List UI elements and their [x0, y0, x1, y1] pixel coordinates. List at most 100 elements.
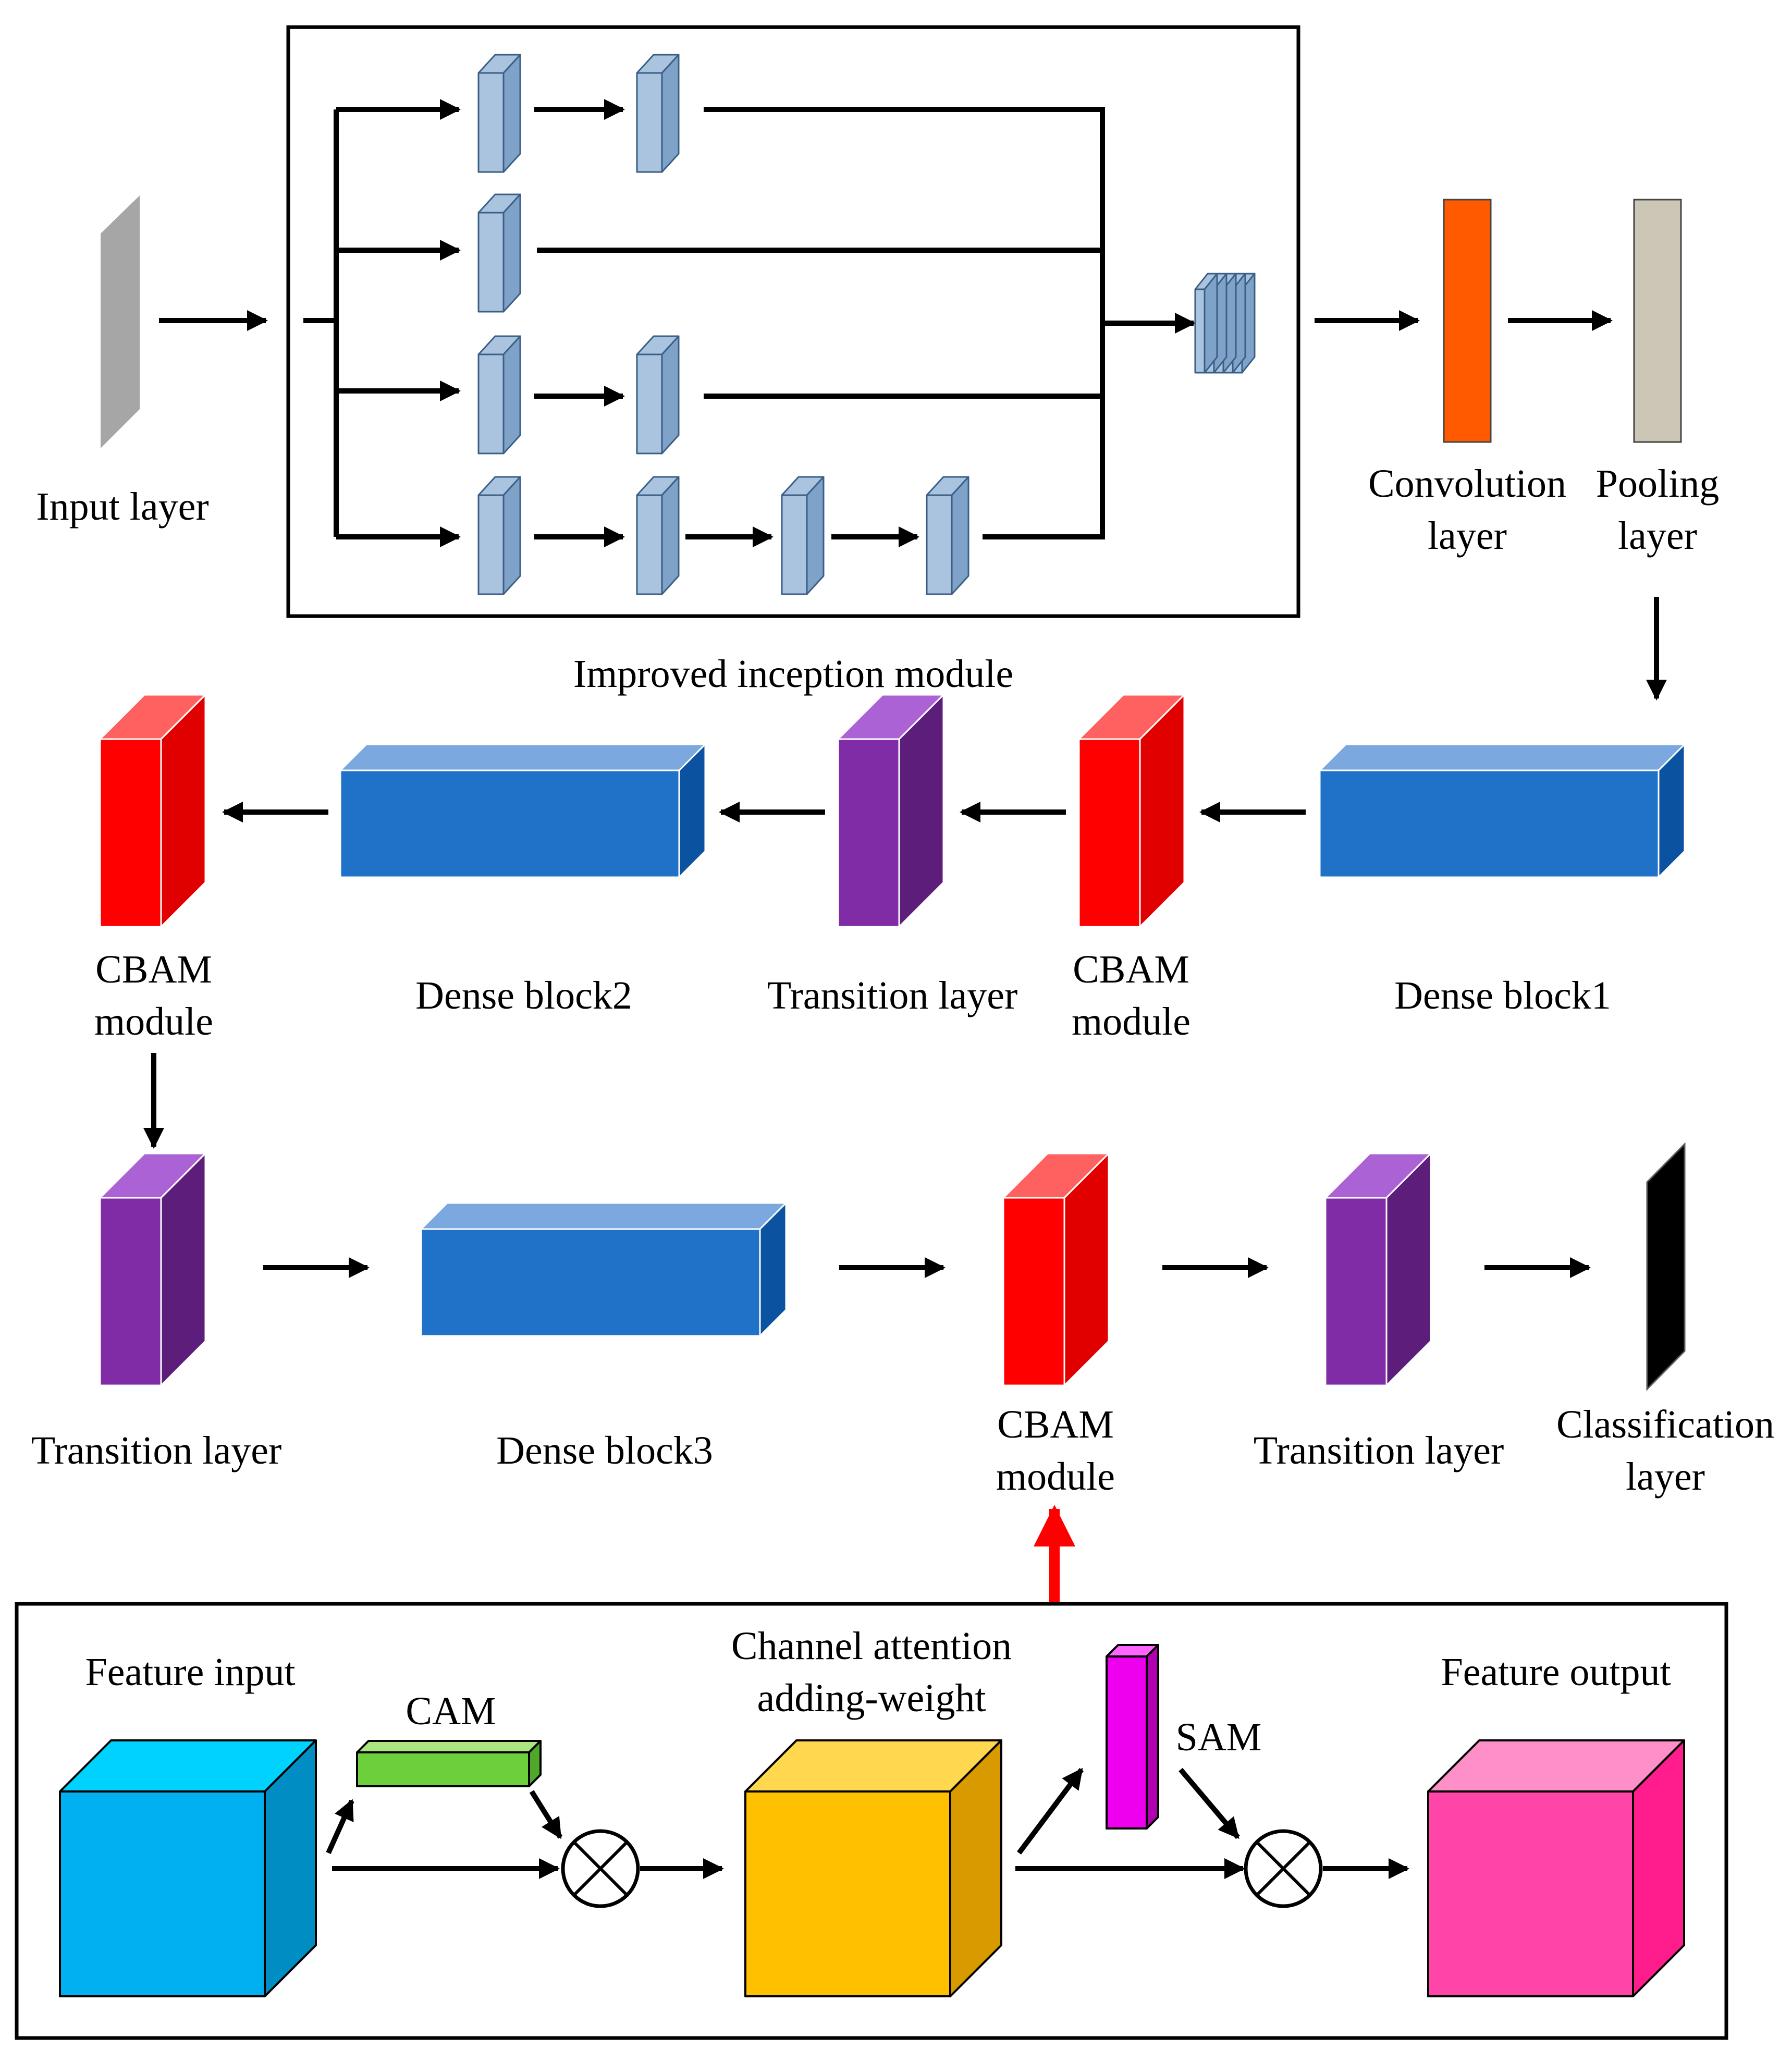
arrow-input-to-cam [326, 1799, 354, 1855]
transition-layer-label: Transition layer [1254, 1429, 1504, 1472]
dense-block2-front [339, 769, 680, 878]
inception-conv-block-side [806, 476, 825, 595]
channel-attention-cube-front [744, 1790, 951, 1997]
channel-attention-cube [744, 1739, 1002, 1997]
inception-module-frame [286, 25, 1300, 618]
dense-block2-label: Dense block2 [415, 974, 632, 1017]
cam-bar [356, 1740, 542, 1787]
feature-input-cube-front [59, 1790, 266, 1997]
sam-label: SAM [1176, 1715, 1262, 1759]
cbam-module-block [1078, 694, 1185, 928]
feature-output-label: Feature output [1441, 1650, 1671, 1694]
transition-layer-label: Transition layer [767, 974, 1018, 1017]
inception-conv-block-front [636, 72, 663, 173]
dense-block1-label: Dense block1 [1394, 974, 1611, 1017]
inception-conv-block [477, 193, 521, 313]
dense-block3-top [420, 1202, 787, 1230]
cbam-module-label-1: CBAM [95, 948, 212, 991]
concat-slice [1194, 273, 1218, 374]
convolution-layer-label-2: layer [1428, 514, 1507, 558]
classification-layer-label-1: Classification [1556, 1403, 1774, 1446]
cbam-module-label-2: module [996, 1455, 1115, 1499]
cam-bar-front [356, 1751, 530, 1787]
inception-conv-block-front [636, 353, 663, 455]
dense-block3 [420, 1202, 787, 1337]
cbam-detail-frame [15, 1602, 1728, 2040]
row3-blocks [99, 1152, 1432, 1386]
cbam-module-block-front [99, 738, 162, 928]
inception-conv-block-side [502, 54, 521, 173]
inception-conv-block [781, 476, 825, 595]
dense-block1-top [1319, 743, 1686, 771]
dense-block2 [339, 743, 706, 878]
input-layer-label: Input layer [36, 485, 208, 529]
inception-conv-block [477, 335, 521, 455]
feature-input-label: Feature input [85, 1650, 295, 1694]
feature-output-cube-front [1427, 1790, 1634, 1997]
arrow-sam-to-multiply [1179, 1767, 1240, 1839]
sam-bar-front [1106, 1655, 1148, 1830]
pooling-layer-bar [1633, 199, 1682, 443]
feature-input-cube [59, 1739, 317, 1997]
inception-conv-block-side [951, 476, 969, 595]
cbam-module-block [99, 694, 206, 928]
inception-conv-block-front [926, 494, 953, 595]
cbam-module-block-front [1078, 738, 1141, 928]
inception-conv-block [477, 54, 521, 173]
cbam-module-label-2: module [94, 1000, 213, 1044]
inception-conv-blocks [477, 54, 969, 595]
sam-bar-side [1146, 1644, 1159, 1830]
cbam-module-label-1: CBAM [1073, 948, 1189, 991]
multiply-icon [561, 1829, 640, 1908]
cam-label: CAM [406, 1689, 496, 1733]
transition-layer-block [837, 694, 944, 928]
channel-attention-label-2: adding-weight [757, 1676, 986, 1720]
inception-conv-block-side [661, 476, 680, 595]
inception-conv-block-side [661, 335, 680, 455]
pooling-layer-label-2: layer [1618, 514, 1697, 558]
row2-blocks [99, 694, 1686, 928]
transition-layer-label: Transition layer [31, 1429, 282, 1472]
inception-conv-block-side [661, 54, 680, 173]
inception-conv-block [636, 476, 680, 595]
inception-conv-block [636, 335, 680, 455]
inception-conv-block-front [477, 212, 505, 313]
transition-layer-block-front [1324, 1197, 1388, 1386]
dense-block3-label: Dense block3 [496, 1429, 713, 1472]
cbam-module-label-2: module [1072, 1000, 1190, 1044]
cam-bar-top [356, 1740, 542, 1753]
transition-layer-block-front [99, 1197, 162, 1386]
convolution-layer-label-1: Convolution [1368, 462, 1566, 506]
cbam-detail-blocks [59, 1644, 1685, 1997]
inception-conv-block-side [502, 335, 521, 455]
transition-layer-block-front [837, 738, 900, 928]
channel-attention-label-1: Channel attention [731, 1624, 1012, 1668]
inception-conv-block [636, 54, 680, 173]
classification-layer-plate [1646, 1142, 1686, 1391]
dense-block3-front [420, 1228, 761, 1337]
dense-block1 [1319, 743, 1686, 878]
inception-conv-block-front [781, 494, 808, 595]
inception-conv-block-front [477, 72, 505, 173]
cbam-module-label-1: CBAM [997, 1403, 1114, 1446]
sam-bar [1106, 1644, 1159, 1830]
inception-conv-block [926, 476, 969, 595]
transition-layer-block [1324, 1152, 1432, 1386]
classification-layer-label-2: layer [1626, 1455, 1705, 1499]
dense-block2-top [339, 743, 706, 771]
multiply-icon [1244, 1829, 1323, 1908]
concat-stack-block [1194, 273, 1256, 374]
inception-conv-block-side [502, 193, 521, 313]
arrow-channel-to-sam [1017, 1767, 1084, 1855]
inception-conv-block-front [636, 494, 663, 595]
cbam-module-block [1002, 1152, 1110, 1386]
inception-conv-block-front [477, 353, 505, 455]
convolution-layer-bar [1443, 199, 1492, 443]
pooling-layer-label-1: Pooling [1596, 462, 1720, 506]
inception-conv-block [477, 476, 521, 595]
concat-slice-front [1194, 288, 1206, 374]
inception-conv-block-side [502, 476, 521, 595]
concat-slice-side [1204, 273, 1218, 374]
dense-block1-front [1319, 769, 1660, 878]
cbam-module-block-front [1002, 1197, 1065, 1386]
